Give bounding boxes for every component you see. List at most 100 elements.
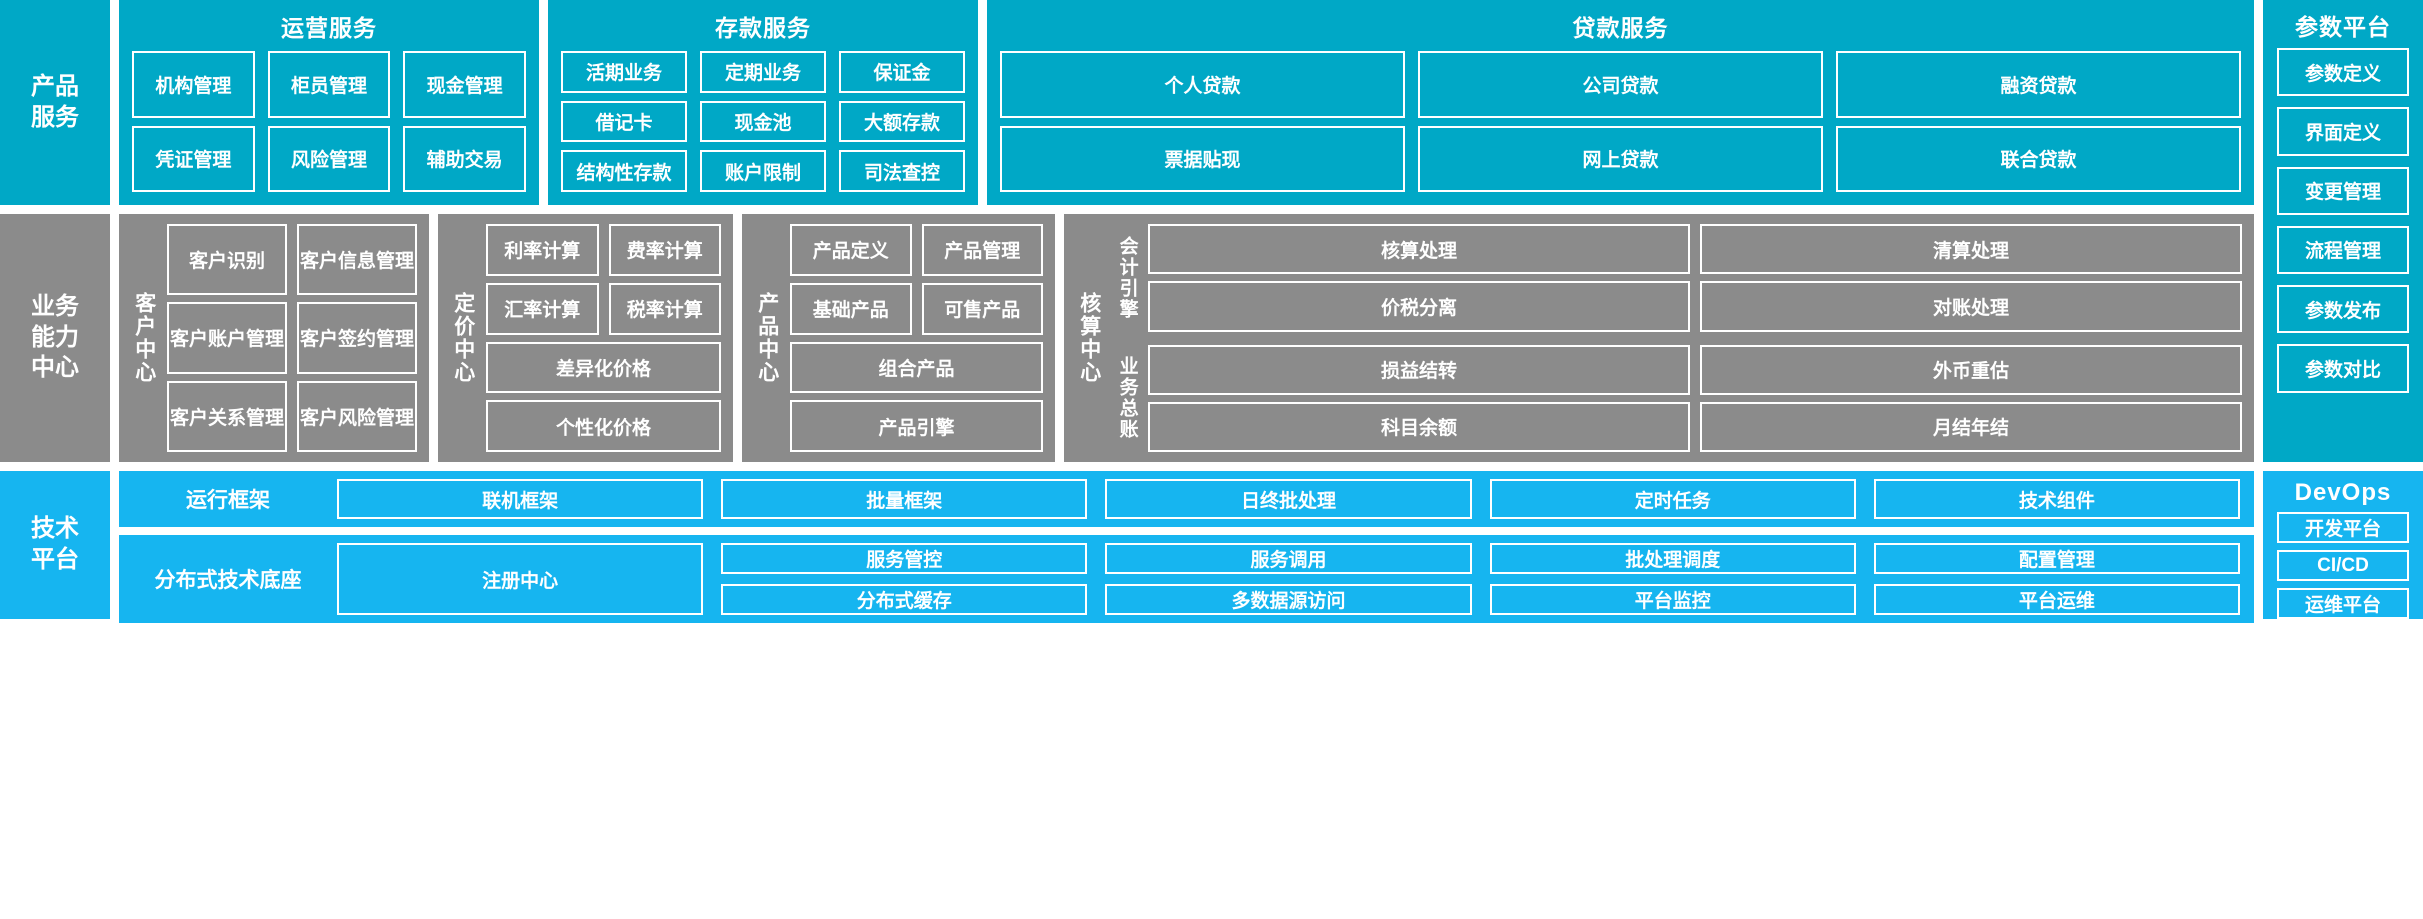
group-title-loan-services: 贷款服务 [1572,15,1669,41]
accounting-ledger-tiles: 损益结转 外币重估 科目余额 月结年结 [1148,344,2242,452]
tile-product-1[interactable]: 产品管理 [921,224,1043,276]
group-devops: DevOps 开发平台 CI/CD 运维平台 [2263,471,2423,619]
tile-param-2[interactable]: 变更管理 [2277,166,2409,215]
center-accounting-subgroups: 会计引擎 核算处理 清算处理 价税分离 对账处理 业务总账 损益结转 外币重估 … [1112,224,2242,452]
tile-deposit-7[interactable]: 账户限制 [700,150,826,192]
rail-business-capability-label: 业务 能力 中心 [31,292,79,382]
center-pricing-label: 定价中心 [451,292,475,384]
tile-pricing-1[interactable]: 费率计算 [608,224,721,276]
tile-deposit-8[interactable]: 司法查控 [839,150,965,192]
tile-pricing-0[interactable]: 利率计算 [486,224,599,276]
tile-deposit-0[interactable]: 活期业务 [561,51,687,93]
tile-customer-2[interactable]: 客户账户管理 [167,302,287,374]
tile-product-3[interactable]: 可售产品 [921,282,1043,335]
tile-acct-engine-1[interactable]: 清算处理 [1700,224,2242,275]
tile-dbase-r2-1[interactable]: 多数据源访问 [1105,584,1472,615]
tile-loan-4[interactable]: 网上贷款 [1418,125,1823,192]
tile-product-wide-0[interactable]: 组合产品 [790,341,1043,394]
tile-param-0[interactable]: 参数定义 [2277,48,2409,97]
accounting-ledger-label: 业务总账 [1116,356,1138,441]
tile-deposit-6[interactable]: 结构性存款 [561,150,687,192]
tile-param-5[interactable]: 参数对比 [2277,344,2409,393]
tile-loan-3[interactable]: 票据贴现 [1000,125,1405,192]
tile-acct-engine-3[interactable]: 对账处理 [1700,281,2242,332]
tile-dbase-r1-2[interactable]: 批处理调度 [1489,543,1856,574]
tile-pricing-2[interactable]: 汇率计算 [486,282,599,335]
tile-dbase-r1-1[interactable]: 服务调用 [1105,543,1472,574]
tile-runtime-0[interactable]: 联机框架 [337,479,704,519]
deposit-services-tiles: 活期业务 定期业务 保证金 借记卡 现金池 大额存款 结构性存款 账户限制 司法… [548,47,978,205]
tile-operation-3[interactable]: 凭证管理 [132,125,255,192]
tile-operation-0[interactable]: 机构管理 [132,51,255,118]
rail-technical-platform-label: 技术 平台 [31,515,79,573]
business-capability-row: 业务 能力 中心 客户中心 客户识别 客户信息管理 客户账户管理 客户签约管理 … [0,214,2423,462]
center-accounting-label: 核算中心 [1077,292,1101,384]
tile-deposit-4[interactable]: 现金池 [700,100,826,143]
tile-dbase-r2-0[interactable]: 分布式缓存 [721,584,1088,615]
tile-customer-5[interactable]: 客户风险管理 [297,380,417,452]
tile-pricing-wide-1[interactable]: 个性化价格 [486,400,721,452]
parameter-platform-spacer [2263,214,2423,462]
technical-platform-bands: 运行框架 联机框架 批量框架 日终批处理 定时任务 技术组件 分布式技术底座 注… [119,471,2254,623]
tile-loan-5[interactable]: 联合贷款 [1836,125,2241,192]
tile-dbase-r2-2[interactable]: 平台监控 [1489,584,1856,615]
tile-param-3[interactable]: 流程管理 [2277,225,2409,275]
tile-operation-2[interactable]: 现金管理 [403,51,526,118]
band-distributed-base-label: 分布式技术底座 [154,569,302,592]
tile-product-0[interactable]: 产品定义 [790,224,912,276]
tile-pricing-wide-0[interactable]: 差异化价格 [486,341,721,394]
tile-acct-engine-0[interactable]: 核算处理 [1148,224,1690,275]
center-customer: 客户中心 客户识别 客户信息管理 客户账户管理 客户签约管理 客户关系管理 客户… [119,214,429,462]
tile-deposit-3[interactable]: 借记卡 [561,100,687,143]
tile-dbase-r1-0[interactable]: 服务管控 [721,543,1088,574]
tile-devops-1[interactable]: CI/CD [2277,550,2409,581]
runtime-framework-tiles: 联机框架 批量框架 日终批处理 定时任务 技术组件 [337,479,2240,519]
tile-devops-0[interactable]: 开发平台 [2277,512,2409,543]
tile-deposit-5[interactable]: 大额存款 [839,100,965,143]
group-deposit-services: 存款服务 活期业务 定期业务 保证金 借记卡 现金池 大额存款 结构性存款 账户… [548,0,978,205]
tile-runtime-3[interactable]: 定时任务 [1489,479,1856,519]
tile-runtime-4[interactable]: 技术组件 [1873,479,2240,519]
center-accounting: 核算中心 会计引擎 核算处理 清算处理 价税分离 对账处理 业务总账 损益结转 [1064,214,2254,462]
center-pricing-tiles: 利率计算 费率计算 汇率计算 税率计算 差异化价格 个性化价格 [486,224,721,452]
tile-param-1[interactable]: 界面定义 [2277,107,2409,156]
tile-acct-ledger-0[interactable]: 损益结转 [1148,344,1690,395]
tile-product-2[interactable]: 基础产品 [790,282,912,335]
rail-product-service: 产品 服务 [0,0,110,205]
band-runtime-framework: 运行框架 联机框架 批量框架 日终批处理 定时任务 技术组件 [119,471,2254,527]
tile-operation-1[interactable]: 柜员管理 [267,51,391,118]
tile-product-wide-1[interactable]: 产品引擎 [790,400,1043,452]
tile-runtime-1[interactable]: 批量框架 [721,479,1088,519]
group-title-operation-services: 运营服务 [281,15,377,41]
tile-dbase-r1-3[interactable]: 配置管理 [1873,543,2240,574]
tile-runtime-2[interactable]: 日终批处理 [1105,479,1472,519]
tile-registry-center[interactable]: 注册中心 [337,543,704,615]
accounting-engine-label: 会计引擎 [1116,235,1138,320]
tile-loan-2[interactable]: 融资贷款 [1836,51,2241,118]
tile-customer-3[interactable]: 客户签约管理 [297,302,417,374]
tile-acct-ledger-2[interactable]: 科目余额 [1148,401,1690,452]
product-service-row: 产品 服务 运营服务 机构管理 柜员管理 现金管理 凭证管理 风险管理 辅助交易… [0,0,2423,462]
accounting-subgroup-ledger: 业务总账 损益结转 外币重估 科目余额 月结年结 [1112,344,2242,452]
tile-acct-ledger-1[interactable]: 外币重估 [1700,344,2242,395]
tile-customer-1[interactable]: 客户信息管理 [297,224,417,296]
tile-pricing-3[interactable]: 税率计算 [608,282,721,335]
tile-devops-2[interactable]: 运维平台 [2277,588,2409,619]
tile-param-4[interactable]: 参数发布 [2277,285,2409,334]
rail-product-service-label: 产品 服务 [31,72,79,131]
tile-operation-5[interactable]: 辅助交易 [403,125,526,192]
center-product: 产品中心 产品定义 产品管理 基础产品 可售产品 组合产品 产品引擎 [742,214,1055,462]
tile-loan-1[interactable]: 公司贷款 [1418,51,1823,118]
group-parameter-platform: 参数平台 参数定义 界面定义 变更管理 流程管理 参数发布 参数对比 [2263,0,2423,462]
tile-acct-engine-2[interactable]: 价税分离 [1148,281,1690,332]
tile-deposit-2[interactable]: 保证金 [839,51,965,93]
devops-tiles: 开发平台 CI/CD 运维平台 [2277,512,2409,619]
tile-dbase-r2-3[interactable]: 平台运维 [1873,584,2240,615]
tile-deposit-1[interactable]: 定期业务 [700,51,826,93]
tile-customer-4[interactable]: 客户关系管理 [167,380,287,452]
tile-loan-0[interactable]: 个人贷款 [1000,51,1405,118]
tile-operation-4[interactable]: 风险管理 [267,125,391,192]
tile-acct-ledger-3[interactable]: 月结年结 [1700,401,2242,452]
tile-customer-0[interactable]: 客户识别 [167,224,287,296]
